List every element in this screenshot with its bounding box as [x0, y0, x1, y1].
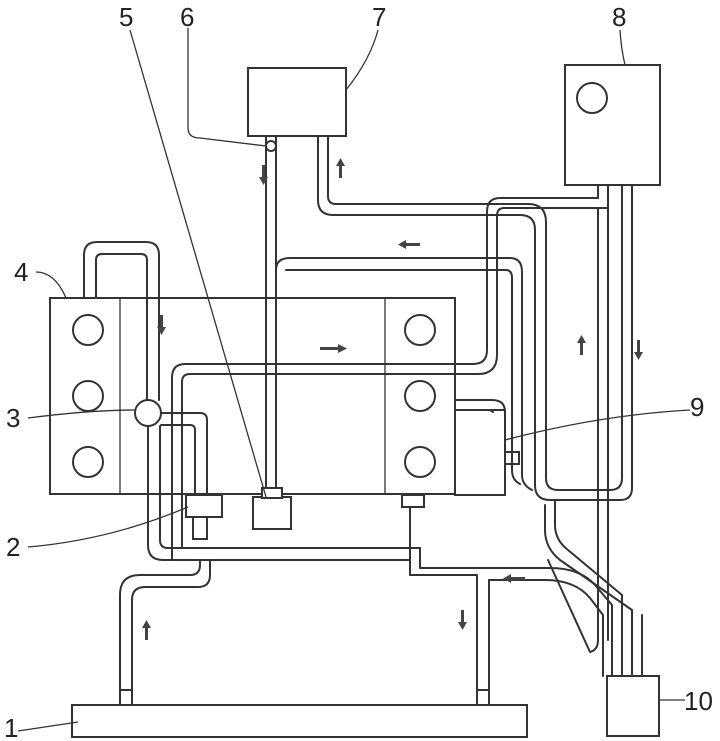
- leader-3: [27, 409, 136, 419]
- vent-valve: [265, 140, 277, 152]
- pipe-pump-to-valve: [160, 412, 208, 496]
- cylinder-5: [404, 380, 436, 412]
- pipe-tank-right-inner: [327, 135, 623, 491]
- cylinder-6: [404, 446, 436, 478]
- leader-6: [187, 28, 267, 147]
- label-6: 6: [180, 2, 194, 32]
- pipe-to-lower-tank-1: [554, 499, 623, 677]
- lower-tank: [606, 675, 660, 737]
- right-housing: [454, 409, 506, 496]
- leader-5: [129, 29, 267, 498]
- pipe-pump-down: [147, 425, 411, 561]
- leader-8: [619, 29, 626, 66]
- pipe-radiator-right: [409, 559, 478, 691]
- cylinder-3: [72, 446, 104, 478]
- label-8: 8: [612, 2, 626, 32]
- leader-2: [27, 506, 189, 548]
- leader-1: [17, 721, 79, 732]
- valve-stem: [192, 516, 208, 540]
- label-7: 7: [372, 2, 386, 32]
- label-9: 9: [690, 392, 704, 422]
- pipe-upper-cross: [275, 257, 533, 491]
- label-4: 4: [14, 257, 28, 287]
- flow-arrow-right: [320, 344, 347, 353]
- label-10: 10: [684, 686, 713, 716]
- pipe-bottom-run-2: [488, 579, 604, 677]
- flow-arrow-radiator-down: [458, 610, 467, 630]
- cylinder-1: [72, 314, 104, 346]
- sensor-box-neck: [261, 487, 283, 499]
- right-housing-elbow-inner: [454, 409, 494, 413]
- pipe-pump-to-valve-inner: [160, 424, 196, 496]
- pipe-upper-cross-inner: [285, 269, 521, 485]
- flow-arrow-left: [398, 240, 420, 249]
- heater-unit: [564, 64, 661, 186]
- flow-arrow-down-right: [634, 340, 643, 360]
- radiator-inlet-stub: [119, 689, 133, 706]
- flow-arrow-up-right: [577, 335, 586, 355]
- pump: [134, 399, 162, 427]
- label-5: 5: [119, 2, 133, 32]
- leader-4: [35, 271, 67, 299]
- flow-arrow-down: [259, 165, 268, 185]
- flow-arrow-bottom-left: [503, 574, 525, 583]
- pipe-bottom-run: [419, 547, 613, 677]
- expansion-tank: [247, 67, 347, 137]
- sensor-box: [252, 496, 292, 530]
- pipe-heater-down: [547, 207, 599, 653]
- radiator: [71, 704, 528, 738]
- radiator-outlet-stub: [476, 689, 490, 706]
- right-housing-elbow: [454, 399, 506, 413]
- heater-fan-icon: [576, 82, 608, 114]
- pipe-tank-right: [317, 135, 633, 501]
- pipe-pump-down-inner: [159, 425, 421, 549]
- pipe-heater-cross: [171, 184, 599, 561]
- block-bottom-outlet: [401, 494, 425, 508]
- cylinder-4: [404, 314, 436, 346]
- label-1: 1: [4, 713, 18, 741]
- flow-arrow-down-left: [157, 315, 166, 335]
- pipe-heater-cross-inner: [181, 184, 609, 549]
- engine-block: [49, 297, 456, 495]
- cylinder-2: [72, 380, 104, 412]
- pipe-radiator-left-inner: [131, 559, 211, 691]
- leader-9: [504, 409, 691, 441]
- pipe-top-left-loop-inner: [95, 253, 148, 401]
- pipe-top-left-loop: [83, 241, 160, 401]
- label-3: 3: [6, 403, 20, 433]
- leader-7: [345, 29, 379, 91]
- flow-arrow-radiator-up: [142, 620, 151, 640]
- pipe-to-lower-tank-2: [544, 504, 633, 677]
- label-2: 2: [6, 532, 20, 562]
- valve: [185, 494, 223, 518]
- pipe-radiator-left: [119, 559, 201, 691]
- flow-arrow-up: [336, 158, 345, 178]
